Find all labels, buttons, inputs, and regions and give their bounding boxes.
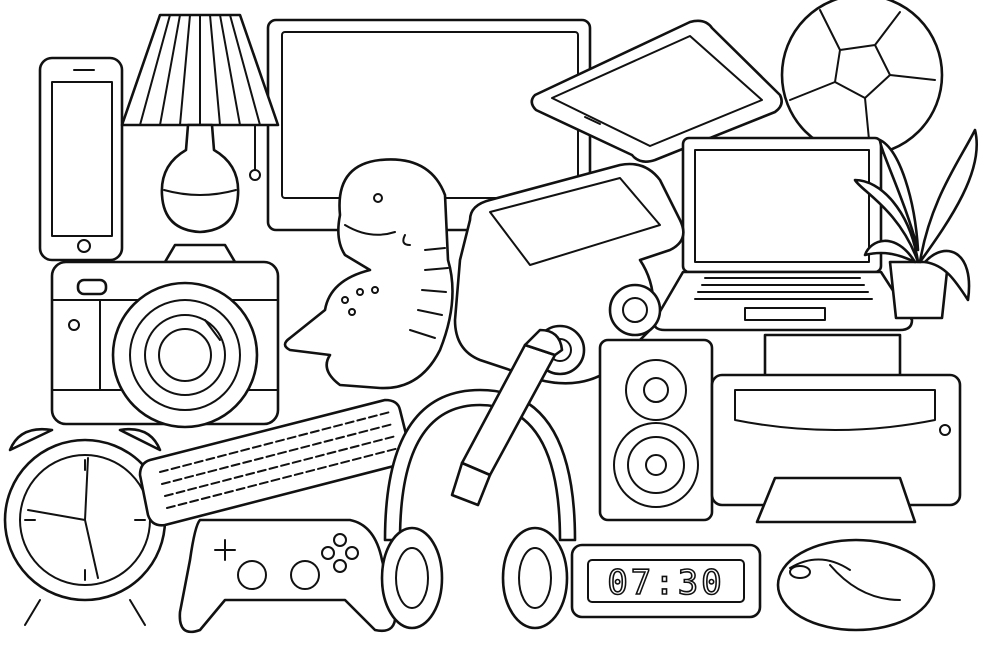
- headphones: [380, 388, 577, 630]
- laptop: [653, 136, 914, 332]
- camera: [50, 243, 280, 429]
- printer: [710, 333, 962, 524]
- tablet: [530, 19, 783, 163]
- alarm-clock: [3, 427, 167, 626]
- potted-plant: [853, 128, 978, 320]
- digital-clock: 07:30: [570, 543, 762, 619]
- smartphone: [38, 56, 124, 262]
- computer-mouse: [776, 538, 936, 632]
- clock-time-display: 07:30: [607, 563, 724, 603]
- speaker: [598, 338, 714, 522]
- highlighter: [450, 328, 564, 507]
- soccer-ball: [780, 0, 944, 157]
- toy-dinosaur: [283, 158, 454, 390]
- gamepad: [178, 518, 397, 634]
- table-lamp: [120, 13, 280, 234]
